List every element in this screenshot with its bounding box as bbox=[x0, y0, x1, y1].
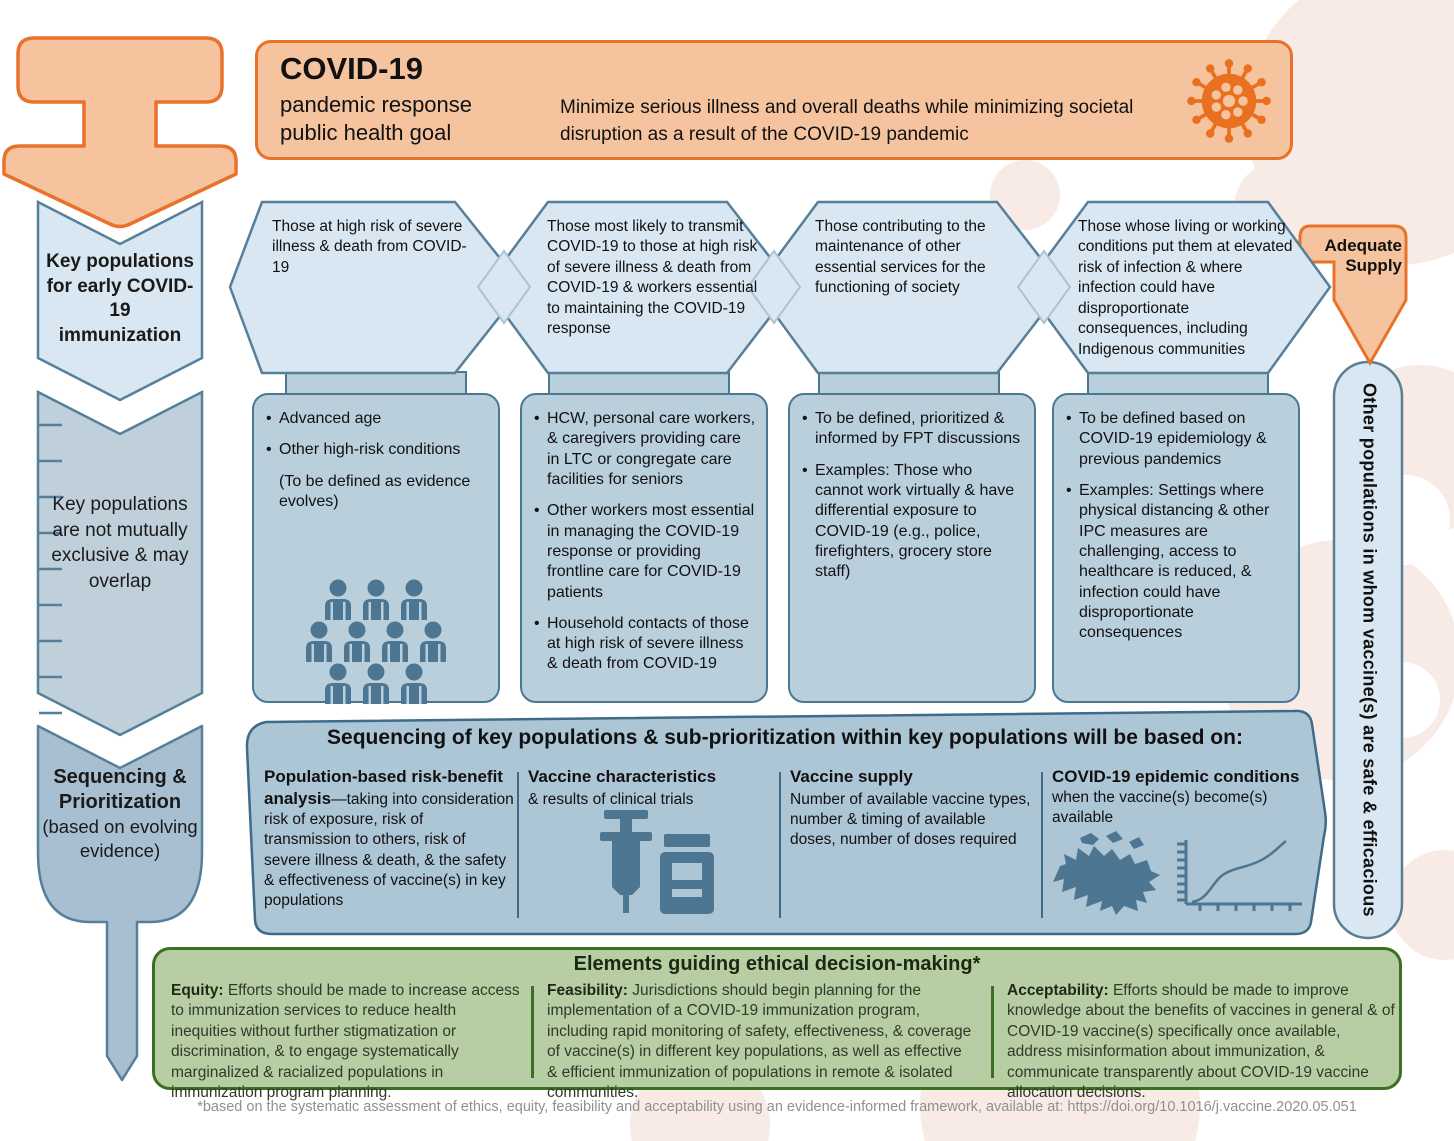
column-body: when the vaccine(s) become(s) available bbox=[1052, 789, 1268, 827]
ethics-equity: Equity: Efforts should be made to increa… bbox=[171, 981, 523, 1104]
key-population-header-1: Those at high risk of severe illness & d… bbox=[272, 218, 467, 276]
syringe-segment2-label: Key populations are not mutually exclusi… bbox=[51, 494, 189, 592]
sequencing-column-vaccine-characteristics: Vaccine characteristics & results of clin… bbox=[528, 766, 768, 810]
detail-item: Other high-risk conditions bbox=[266, 440, 488, 461]
virus-icon bbox=[1187, 59, 1271, 143]
detail-item: Other workers most essential in managing… bbox=[534, 501, 756, 603]
key-population-detail-box-2: HCW, personal care workers, & caregivers… bbox=[520, 393, 768, 703]
canada-map-icon bbox=[1053, 831, 1160, 915]
syringe-band1-shape bbox=[36, 199, 204, 402]
detail-list: Advanced age Other high-risk conditions bbox=[266, 409, 488, 461]
syringe-segment1-label: Key populations for early COVID-19 immun… bbox=[46, 251, 194, 347]
ethics-acceptability: Acceptability: Efforts should be made to… bbox=[1007, 981, 1395, 1104]
syringe-and-vial-icon bbox=[600, 810, 714, 914]
hexagon-junction-diamonds bbox=[476, 249, 1072, 325]
footnote: *based on the systematic assessment of e… bbox=[197, 1099, 1357, 1115]
adequate-supply-label: Adequate Supply bbox=[1324, 236, 1402, 276]
other-populations-label: Other populations in whom vaccine(s) are… bbox=[1359, 383, 1380, 917]
column-title: Population-based risk-benefit analysis bbox=[264, 767, 503, 809]
sequencing-column-risk-benefit: Population-based risk-benefit analysis—t… bbox=[264, 766, 514, 911]
epidemic-curve-icon bbox=[1177, 840, 1302, 911]
ethics-text: Jurisdictions should begin planning for … bbox=[547, 982, 972, 1102]
key-population-detail-box-3: To be defined, prioritized & informed by… bbox=[788, 393, 1036, 703]
detail-item: To be defined based on COVID-19 epidemio… bbox=[1066, 409, 1288, 470]
public-health-goal-banner: COVID-19 pandemic response public health… bbox=[255, 40, 1293, 160]
ethics-label: Acceptability: bbox=[1007, 982, 1109, 999]
banner-subtitle: pandemic response public health goal bbox=[280, 91, 472, 146]
detail-item: HCW, personal care workers, & caregivers… bbox=[534, 409, 756, 490]
column-title: Vaccine characteristics bbox=[528, 767, 717, 786]
syringe-segment3-label: Sequencing & Prioritization (based on ev… bbox=[42, 765, 198, 863]
ethics-header: Elements guiding ethical decision-making… bbox=[573, 953, 981, 975]
ethics-text: Efforts should be made to increase acces… bbox=[171, 982, 520, 1102]
detail-item: Advanced age bbox=[266, 409, 488, 430]
banner-title: COVID-19 bbox=[280, 51, 423, 86]
ethics-label: Equity: bbox=[171, 982, 224, 999]
ethics-divider bbox=[531, 986, 534, 1078]
column-divider bbox=[517, 772, 519, 918]
sequencing-column-epidemic-conditions: COVID-19 epidemic conditions when the va… bbox=[1052, 766, 1304, 828]
column-title: COVID-19 epidemic conditions bbox=[1052, 767, 1300, 786]
detail-note: (To be defined as evidence evolves) bbox=[279, 472, 471, 510]
sequencing-prioritization-title: Sequencing & Prioritization bbox=[53, 766, 187, 813]
column-divider bbox=[1041, 772, 1043, 918]
ethical-elements-box: Elements guiding ethical decision-making… bbox=[152, 947, 1402, 1101]
detail-list: To be defined, prioritized & informed by… bbox=[802, 409, 1024, 583]
syringe-scale-ticks bbox=[39, 423, 62, 715]
syringe-band2-shape bbox=[36, 389, 204, 737]
column-title: Vaccine supply bbox=[790, 767, 913, 786]
detail-item: Household contacts of those at high risk… bbox=[534, 614, 756, 675]
detail-item: Examples: Settings where physical distan… bbox=[1066, 481, 1288, 644]
sequencing-header: Sequencing of key populations & sub-prio… bbox=[327, 726, 1243, 749]
syringe-plunger-shape bbox=[2, 36, 238, 229]
key-population-header-4: Those whose living or working conditions… bbox=[1078, 218, 1293, 358]
sequencing-prioritization-note: (based on evolving evidence) bbox=[42, 816, 198, 862]
syringe-band3-needle-shape bbox=[36, 724, 204, 1082]
detail-item: To be defined, prioritized & informed by… bbox=[802, 409, 1024, 450]
column-body: Number of available vaccine types, numbe… bbox=[790, 791, 1031, 849]
banner-subtitle-line2: public health goal bbox=[280, 119, 452, 145]
ethics-text: Efforts should be made to improve knowle… bbox=[1007, 982, 1395, 1102]
detail-item: Examples: Those who cannot work virtuall… bbox=[802, 461, 1024, 583]
ethics-feasibility: Feasibility: Jurisdictions should begin … bbox=[547, 981, 975, 1104]
ethics-label: Feasibility: bbox=[547, 982, 628, 999]
detail-list: HCW, personal care workers, & caregivers… bbox=[534, 409, 756, 675]
key-population-detail-box-4: To be defined based on COVID-19 epidemio… bbox=[1052, 393, 1300, 703]
detail-list: To be defined based on COVID-19 epidemio… bbox=[1066, 409, 1288, 643]
key-population-hexagons bbox=[230, 202, 1330, 373]
column-body: & results of clinical trials bbox=[528, 791, 694, 809]
column-divider bbox=[779, 772, 781, 918]
people-crowd-icon bbox=[306, 579, 446, 704]
key-population-header-3: Those contributing to the maintenance of… bbox=[815, 218, 986, 297]
goal-statement: Minimize serious illness and overall dea… bbox=[560, 97, 1134, 145]
banner-subtitle-line1: pandemic response bbox=[280, 92, 473, 117]
key-population-header-2: Those most likely to transmit COVID-19 t… bbox=[547, 218, 758, 338]
column-body: —taking into consideration risk of expos… bbox=[264, 791, 514, 909]
other-populations-bar: Other populations in whom vaccine(s) are… bbox=[1334, 362, 1404, 938]
key-population-detail-box-1: Advanced age Other high-risk conditions … bbox=[252, 393, 500, 703]
ethics-divider bbox=[991, 986, 994, 1078]
